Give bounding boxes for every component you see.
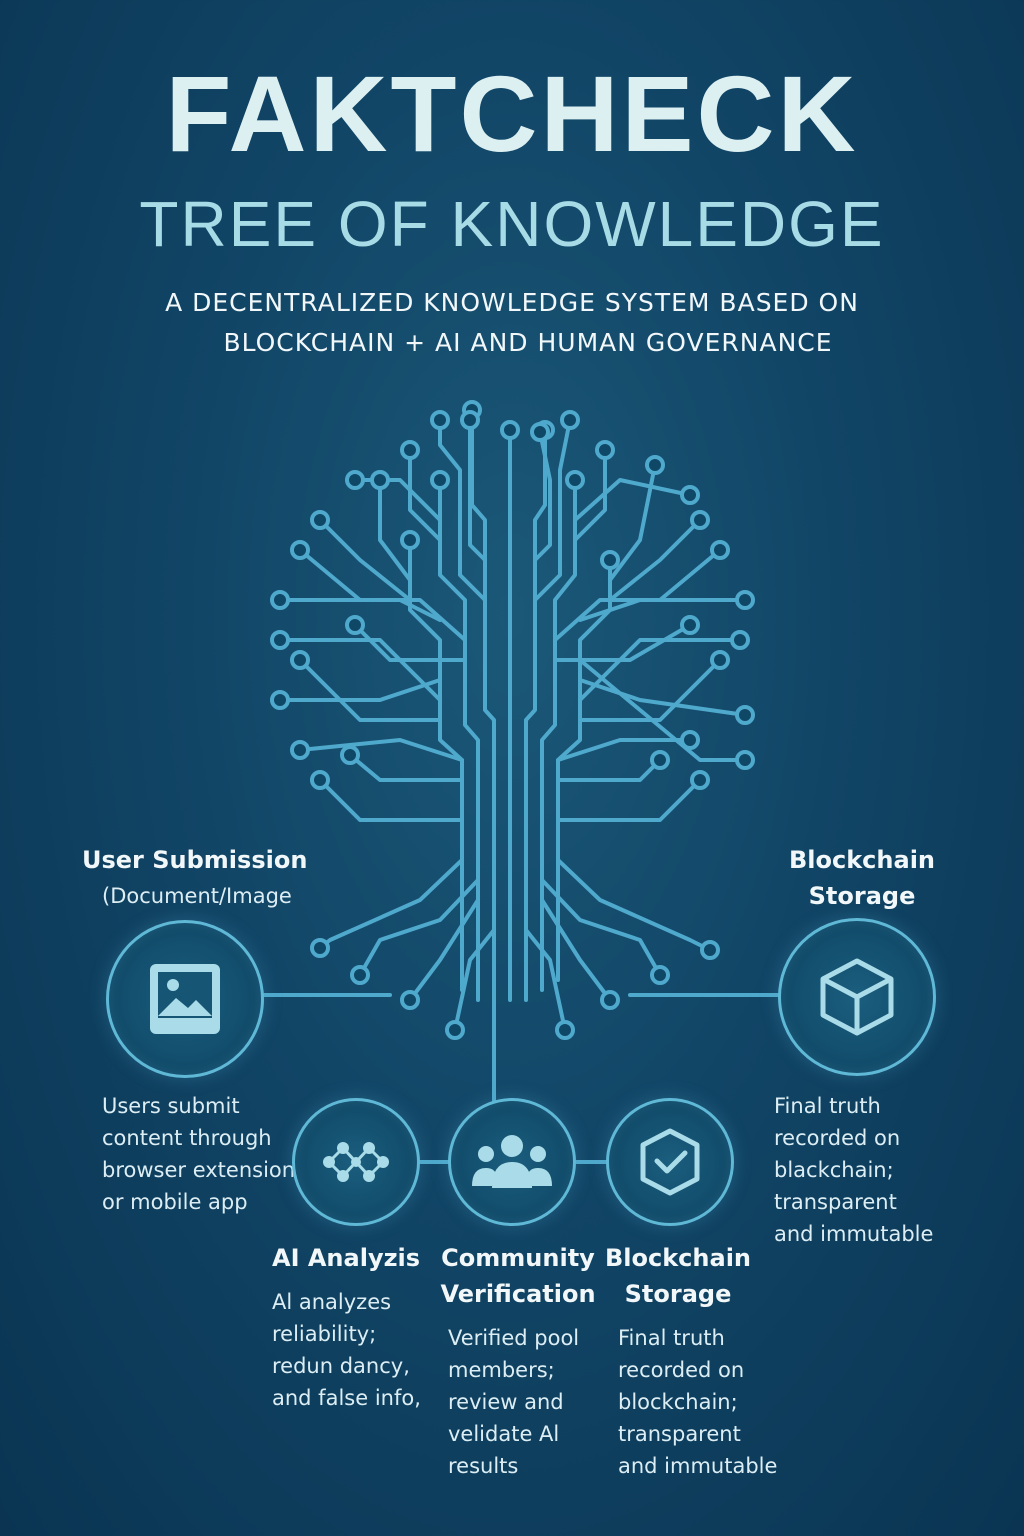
ai-analysis-node[interactable] <box>292 1098 420 1226</box>
blockchain-step-node[interactable] <box>606 1098 734 1226</box>
blockchain-storage-node[interactable] <box>778 918 936 1076</box>
tagline-line-1: A DECENTRALIZED KNOWLEDGE SYSTEM BASED O… <box>165 288 859 317</box>
ai-nodes-icon <box>323 1142 389 1182</box>
page-subtitle: TREE OF KNOWLEDGE <box>139 188 885 260</box>
user-submission-description: Users submit content through browser ext… <box>102 1094 296 1214</box>
circuit-tree-icon <box>260 400 782 1102</box>
shield-check-icon <box>640 1128 700 1196</box>
tagline-line-2: BLOCKCHAIN + AI AND HUMAN GOVERNANCE <box>223 328 833 357</box>
user-submission-node[interactable] <box>106 920 264 1078</box>
blockchain-step-description: Final truth recorded on blockchain; tran… <box>618 1326 778 1478</box>
cube-icon <box>820 958 894 1036</box>
community-verification-node[interactable] <box>448 1098 576 1226</box>
community-verification-title: Community Verification <box>440 1244 596 1308</box>
ai-analysis-title: AI Analyzis <box>272 1244 421 1272</box>
community-icon <box>472 1135 552 1188</box>
blockchain-storage-title: Blockchain Storage <box>788 846 935 910</box>
community-verification-description: Verified pool members; review and velida… <box>448 1326 580 1478</box>
step-connectors <box>418 1160 608 1164</box>
blockchain-storage-description: Final truth recorded on blackchain; tran… <box>774 1094 934 1246</box>
image-icon <box>150 964 220 1034</box>
page-title: FAKTCHECK <box>165 53 859 174</box>
ai-analysis-description: Al analyzes reliability; redun dancy, an… <box>272 1290 421 1410</box>
blockchain-step-title: Blockchain Storage <box>604 1244 751 1308</box>
user-submission-subtitle: (Document/Image <box>102 884 292 908</box>
user-submission-title: User Submission <box>82 846 308 874</box>
